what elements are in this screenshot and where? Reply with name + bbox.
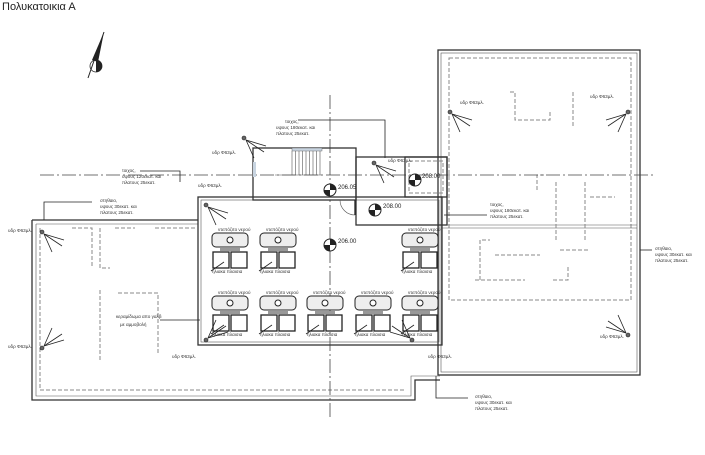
drain-icon <box>409 337 415 343</box>
left-roof-slab <box>31 219 440 401</box>
solar-panel <box>278 314 296 332</box>
solar-panel <box>278 251 296 269</box>
solar-panel <box>355 314 373 332</box>
svg-text:υδρ Φ63μλ.: υδρ Φ63μλ. <box>590 94 614 99</box>
svg-text:208.00: 208.00 <box>383 204 402 210</box>
north-arrow-icon <box>87 31 105 79</box>
solar-panel <box>260 251 278 269</box>
svg-text:206.05: 206.05 <box>338 185 357 191</box>
right-roof-slab <box>437 49 641 376</box>
roof-drain: υδρ Φ63μλ. <box>371 158 412 184</box>
drain-icon <box>203 337 209 343</box>
svg-text:υδρ Φ63μλ.: υδρ Φ63μλ. <box>428 354 452 359</box>
level-marker: 208.00 <box>408 173 441 187</box>
solar-panel <box>420 314 438 332</box>
solar-water-heater: ντεπόζιτο νερού ηλιακα πλαισια <box>258 289 299 337</box>
drain-icon <box>39 229 45 235</box>
roof-drain: υδρ Φ63μλ. <box>447 100 484 133</box>
svg-text:υδρ Φ63μλ.: υδρ Φ63μλ. <box>460 100 484 105</box>
drain-icon <box>447 109 453 115</box>
solar-water-heater: ντεπόζιτο νερού ηλιακα πλαισια <box>305 289 346 337</box>
roof-drain: υδρ Φ63μλ. <box>172 319 229 359</box>
svg-text:υδρ Φ63μλ.: υδρ Φ63μλ. <box>172 354 196 359</box>
solar-panel <box>260 314 278 332</box>
svg-text:206.00: 206.00 <box>338 239 357 245</box>
solar-water-heater: ντεπόζιτο νερού ηλιακα πλαισια <box>400 289 441 337</box>
solar-water-heater: ντεπόζιτο νερού ηλιακα πλαισια <box>210 289 251 337</box>
level-marker: 208.00 <box>368 203 402 217</box>
svg-text:ηλιακα πλαισια: ηλιακα πλαισια <box>260 269 291 274</box>
drain-icon <box>203 202 209 208</box>
solar-panel <box>230 251 248 269</box>
drain-icon <box>39 345 45 351</box>
svg-text:ντεπόζιτο νερού: ντεπόζιτο νερού <box>218 289 251 296</box>
svg-text:ηλιακα πλαισια: ηλιακα πλαισια <box>307 332 338 337</box>
level-marker: 206.05 <box>323 183 357 197</box>
drain-icon <box>241 135 247 141</box>
solar-water-heater: ντεπόζιτο νερού ηλιακα πλαισια <box>353 289 394 337</box>
level-marker: 206.00 <box>323 238 357 252</box>
solar-panel <box>307 314 325 332</box>
drawing-title: Πολυκατοικια Α <box>2 1 76 13</box>
roof-drain: υδρ Φ63μλ. <box>198 183 229 226</box>
svg-text:ντεπόζιτο νερού: ντεπόζιτο νερού <box>361 289 394 296</box>
drain-icon <box>625 109 631 115</box>
svg-text:ηλιακα πλαισια: ηλιακα πλαισια <box>260 332 291 337</box>
svg-text:ηλιακα πλαισια: ηλιακα πλαισια <box>402 332 433 337</box>
svg-text:ντεπόζιτο νερού: ντεπόζιτο νερού <box>313 289 346 296</box>
solar-panel <box>212 314 230 332</box>
svg-text:ντεπόζιτο νερού: ντεπόζιτο νερού <box>266 289 299 296</box>
svg-text:υδρ Φ63μλ.: υδρ Φ63μλ. <box>212 150 236 155</box>
solar-water-heater: ντεπόζιτο νερού ηλιακα πλαισια <box>258 226 299 274</box>
solar-panel <box>373 314 391 332</box>
svg-text:υδρ Φ63μλ.: υδρ Φ63μλ. <box>198 183 222 188</box>
solar-panel <box>402 251 420 269</box>
svg-text:ντεπόζιτο νερού: ντεπόζιτο νερού <box>266 226 299 233</box>
roof-drain: υδρ Φ63μλ. <box>8 228 65 253</box>
drain-icon <box>371 160 377 166</box>
elevator-room <box>355 156 448 226</box>
solar-panel <box>212 251 230 269</box>
svg-text:ηλιακα πλαισια: ηλιακα πλαισια <box>402 269 433 274</box>
roof-drain: υδρ Φ63μλ. <box>8 327 65 351</box>
svg-text:υδρ Φ63μλ.: υδρ Φ63μλ. <box>600 334 624 339</box>
solar-panel <box>230 314 248 332</box>
roof-drain: υδρ Φ63μλ. <box>389 319 452 359</box>
solar-panel <box>420 251 438 269</box>
solar-water-heater: ντεπόζιτο νερού ηλιακα πλαισια <box>400 226 441 274</box>
svg-text:ντεπόζιτο νερού: ντεπόζιτο νερού <box>408 289 441 296</box>
svg-text:υδρ Φ63μλ.: υδρ Φ63μλ. <box>8 344 32 349</box>
stairwell <box>252 147 357 216</box>
solar-panel <box>325 314 343 332</box>
svg-text:ηλιακα πλαισια: ηλιακα πλαισια <box>355 332 386 337</box>
solar-water-heater: ντεπόζιτο νερού ηλιακα πλαισια <box>210 226 251 274</box>
drain-icon <box>625 332 631 338</box>
roof-drain: υδρ Φ63μλ. <box>212 135 267 159</box>
roof-drain: υδρ Φ63μλ. <box>590 94 631 133</box>
svg-text:υδρ Φ63μλ.: υδρ Φ63μλ. <box>388 158 412 163</box>
svg-text:υδρ Φ63μλ.: υδρ Φ63μλ. <box>8 228 32 233</box>
svg-text:ντεπόζιτο νερού: ντεπόζιτο νερού <box>218 226 251 233</box>
svg-text:ντεπόζιτο νερού: ντεπόζιτο νερού <box>408 226 441 233</box>
svg-text:ηλιακα πλαισια: ηλιακα πλαισια <box>212 269 243 274</box>
roof-drain: υδρ Φ63μλ. <box>600 314 631 339</box>
svg-text:208.00: 208.00 <box>422 174 441 180</box>
svg-text:ηλιακα πλαισια: ηλιακα πλαισια <box>212 332 243 337</box>
